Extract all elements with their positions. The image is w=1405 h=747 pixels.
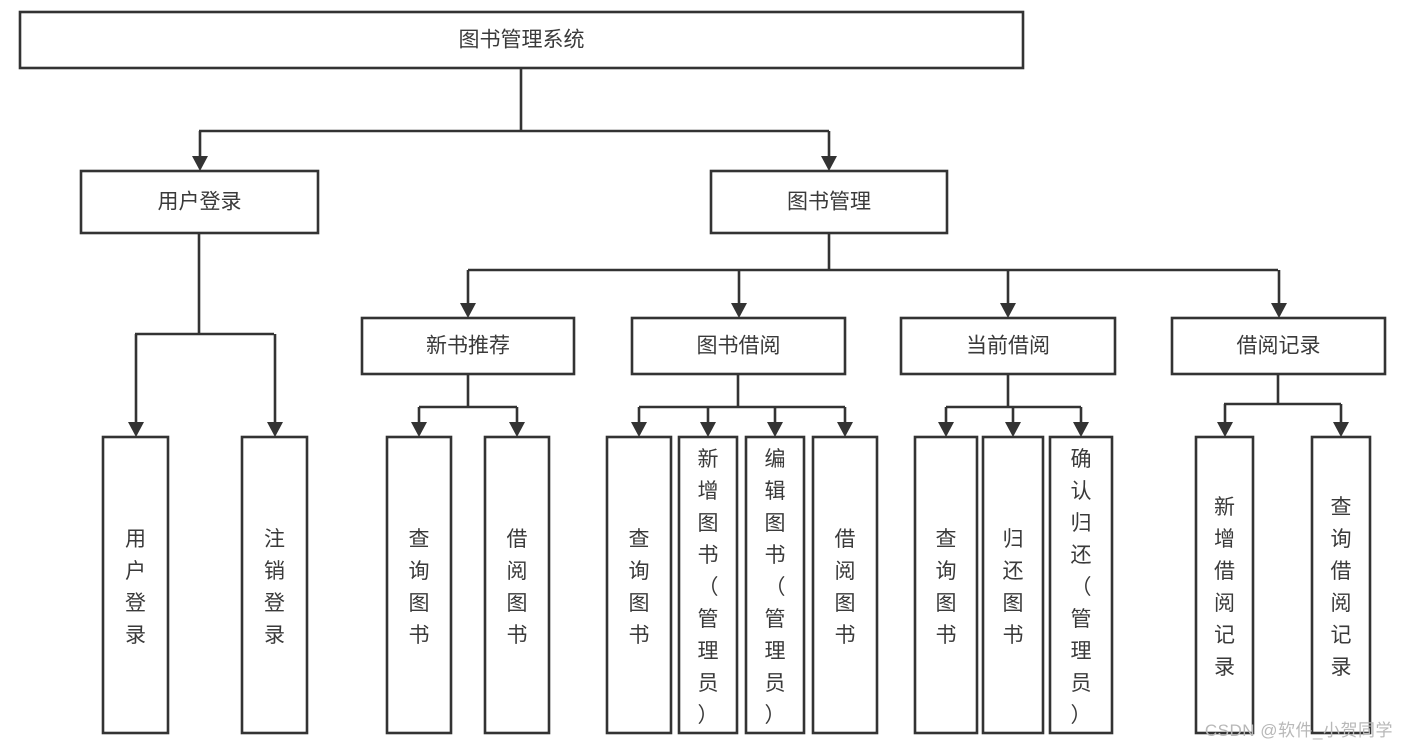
node-注销登录-l2[interactable]: 注销登录 — [240, 435, 309, 735]
arrow-root-to-n-book — [821, 131, 837, 171]
arrow-n-borrow-to-l5 — [631, 407, 647, 437]
arrow-n-new-to-l3 — [411, 407, 427, 437]
node-借阅图书-l4[interactable]: 借阅图书 — [483, 435, 551, 735]
node-label: 借阅图书 — [507, 528, 528, 647]
node-layer: 图书管理系统用户登录图书管理新书推荐图书借阅当前借阅借阅记录用户登录注销登录查询… — [18, 10, 1387, 735]
node-label: 图书管理系统 — [459, 29, 585, 52]
node-归还图书-l10[interactable]: 归还图书 — [981, 435, 1045, 735]
node-label: 用户登录 — [125, 528, 146, 647]
connector-bus-login — [135, 233, 274, 336]
node-label: 查询借阅记录 — [1331, 496, 1352, 679]
node-label: 查询图书 — [409, 528, 430, 647]
arrow-n-borrow-to-l7 — [767, 407, 783, 437]
node-图书管理-n-book[interactable]: 图书管理 — [709, 169, 949, 235]
node-查询图书-l3[interactable]: 查询图书 — [385, 435, 453, 735]
arrow-n-book-to-n-cur — [1000, 270, 1016, 318]
arrow-root-to-n-login — [192, 131, 208, 171]
node-新书推荐-n-new[interactable]: 新书推荐 — [360, 316, 576, 376]
node-label: 新书推荐 — [426, 335, 510, 358]
node-图书借阅-n-borrow[interactable]: 图书借阅 — [630, 316, 847, 376]
connector-bus-rec — [1224, 374, 1341, 406]
arrow-n-login-to-l2 — [267, 334, 283, 437]
arrow-n-login-to-l1 — [128, 334, 144, 437]
arrow-n-cur-to-l10 — [1005, 407, 1021, 437]
arrow-n-rec-to-l13 — [1333, 404, 1349, 437]
node-label: 借阅图书 — [835, 528, 856, 647]
node-新增借阅记录-l12[interactable]: 新增借阅记录 — [1194, 435, 1255, 735]
node-确认归还管理员-l11[interactable]: 确认归还（管理员） — [1048, 435, 1114, 735]
connector-bus-root — [199, 68, 829, 133]
node-label: 图书管理 — [787, 191, 871, 214]
node-label: 确认归还（管理员） — [1071, 448, 1092, 727]
connector-bus-book — [468, 233, 1278, 272]
node-label: 当前借阅 — [966, 335, 1050, 358]
watermark-text: CSDN @软件_小贺同学 — [1204, 721, 1393, 740]
node-编辑图书管理员-l7[interactable]: 编辑图书（管理员） — [744, 435, 806, 735]
arrow-n-new-to-l4 — [509, 407, 525, 437]
arrow-n-book-to-n-rec — [1271, 270, 1287, 318]
node-label: 注销登录 — [264, 528, 285, 647]
node-借阅记录-n-rec[interactable]: 借阅记录 — [1170, 316, 1387, 376]
arrow-n-cur-to-l11 — [1073, 407, 1089, 437]
node-label: 用户登录 — [158, 191, 242, 214]
node-新增图书管理员-l6[interactable]: 新增图书（管理员） — [677, 435, 739, 735]
connector-bus-cur — [946, 374, 1081, 409]
node-查询借阅记录-l13[interactable]: 查询借阅记录 — [1310, 435, 1372, 735]
node-用户登录-n-login[interactable]: 用户登录 — [79, 169, 320, 235]
node-当前借阅-n-cur[interactable]: 当前借阅 — [899, 316, 1117, 376]
arrow-n-borrow-to-l6 — [700, 407, 716, 437]
node-label: 借阅记录 — [1237, 335, 1321, 358]
node-查询图书-l9[interactable]: 查询图书 — [913, 435, 979, 735]
arrow-n-rec-to-l12 — [1217, 404, 1233, 437]
node-label: 图书借阅 — [697, 335, 781, 358]
connector-bus-new — [419, 374, 517, 409]
node-label: 编辑图书（管理员） — [765, 448, 786, 727]
node-借阅图书-l8[interactable]: 借阅图书 — [811, 435, 879, 735]
node-label: 新增图书（管理员） — [698, 448, 719, 727]
node-label: 归还图书 — [1003, 528, 1024, 647]
connector-bus-borrow — [639, 374, 845, 409]
arrow-n-book-to-n-new — [460, 270, 476, 318]
node-用户登录-l1[interactable]: 用户登录 — [101, 435, 170, 735]
node-label: 新增借阅记录 — [1214, 496, 1235, 679]
node-图书管理系统-root[interactable]: 图书管理系统 — [18, 10, 1025, 70]
arrow-n-borrow-to-l8 — [837, 407, 853, 437]
connector-layer — [128, 68, 1349, 437]
node-查询图书-l5[interactable]: 查询图书 — [605, 435, 673, 735]
node-label: 查询图书 — [936, 528, 957, 647]
arrow-n-book-to-n-borrow — [731, 270, 747, 318]
node-label: 查询图书 — [629, 528, 650, 647]
arrow-n-cur-to-l9 — [938, 407, 954, 437]
